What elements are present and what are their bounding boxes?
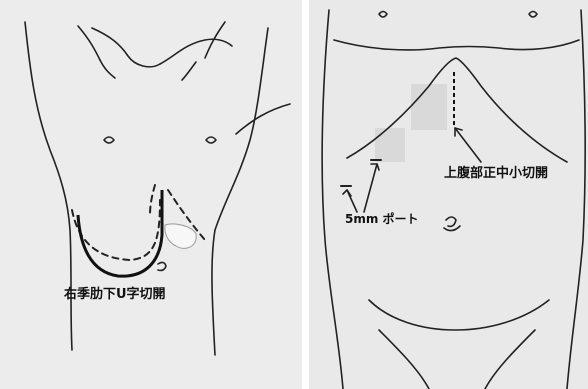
left-incision-label: 右季肋下U字切開 — [64, 283, 166, 302]
panel-divider — [302, 0, 309, 389]
right-body-sketch — [309, 0, 588, 389]
right-torso-outline — [322, 10, 343, 389]
surgical-flap-shape — [165, 224, 196, 248]
u-shaped-incision-line — [78, 190, 162, 276]
left-body-sketch — [0, 0, 302, 389]
right-chest-line — [334, 40, 579, 50]
right-illustration-panel: 上腹部正中小切開 5mm ポート — [309, 0, 588, 389]
left-neck-line — [78, 26, 100, 60]
left-illustration-panel: 右季肋下U字切開 — [0, 0, 302, 389]
midline-incision-label: 上腹部正中小切開 — [444, 162, 548, 181]
port-label: 5mm ポート — [345, 210, 419, 227]
right-costal-arch — [347, 58, 567, 162]
